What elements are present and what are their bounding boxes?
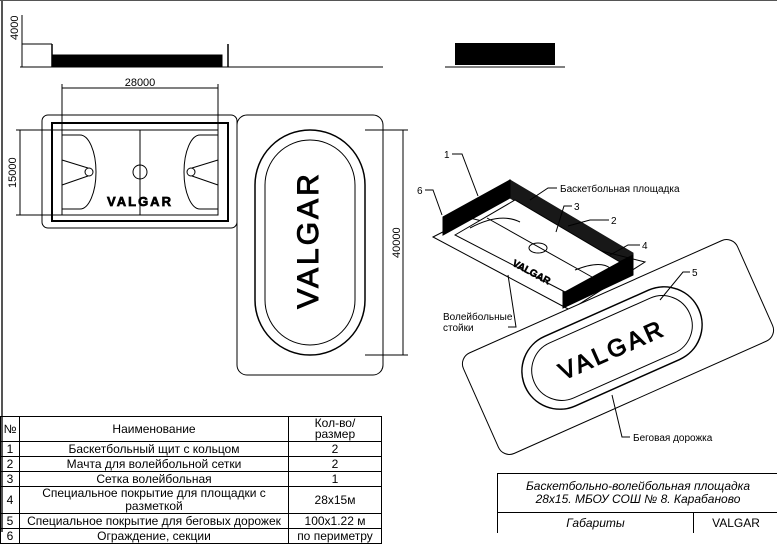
callout-volleyball-posts-1: Волейбольные bbox=[443, 311, 513, 323]
row-name: Баскетбольный щит с кольцом bbox=[19, 441, 289, 457]
header-qty-line1: Кол-во/ bbox=[314, 416, 356, 430]
row-num: 4 bbox=[0, 486, 20, 514]
court-plan: 28000 15000 VALGAR bbox=[7, 77, 238, 229]
callout-running-track: Беговая дорожка bbox=[633, 433, 713, 444]
row-name: Специальное покрытие для площадки с разм… bbox=[19, 486, 289, 514]
end-elevation bbox=[445, 43, 565, 68]
callouts: 1 6 Баскетбольная площадка 3 2 4 5 Волей… bbox=[417, 150, 713, 444]
callout-basketball-court: Баскетбольная площадка bbox=[560, 183, 680, 195]
row-num: 3 bbox=[0, 471, 20, 487]
isometric-court: VALGAR VALGAR bbox=[431, 179, 775, 455]
row-qty: 28x15м bbox=[288, 486, 382, 514]
row-num: 2 bbox=[0, 456, 20, 472]
dim-length-label: 28000 bbox=[125, 77, 156, 89]
callout-1: 1 bbox=[444, 150, 450, 161]
company-name: VALGAR bbox=[712, 516, 760, 530]
row-name: Сетка волейбольная bbox=[19, 471, 289, 487]
callout-volleyball-posts-2: стойки bbox=[443, 323, 474, 334]
row-qty: 2 bbox=[288, 441, 382, 457]
row-name: Мачта для волейбольной сетки bbox=[19, 456, 289, 472]
title-block-footer: Габариты VALGAR bbox=[498, 513, 777, 533]
callout-3: 3 bbox=[574, 202, 580, 213]
header-num: № bbox=[0, 416, 20, 442]
track-plan: VALGAR 40000 bbox=[236, 114, 408, 376]
side-elevation: 4000 bbox=[9, 15, 383, 68]
row-num: 1 bbox=[0, 441, 20, 457]
dim-width-label: 15000 bbox=[7, 157, 19, 188]
header-qty: Кол-во/размер bbox=[288, 416, 382, 442]
row-qty: 1 bbox=[288, 471, 382, 487]
row-name: Специальное покрытие для беговых дорожек bbox=[19, 513, 289, 529]
sheet-name: Габариты bbox=[498, 513, 694, 533]
title-block-title: Баскетбольно-волейбольная площадка 28x15… bbox=[498, 474, 777, 513]
callout-6: 6 bbox=[417, 186, 423, 197]
row-num: 6 bbox=[0, 528, 20, 544]
row-num: 5 bbox=[0, 513, 20, 529]
title-line-2: 28x15. МБОУ СОШ № 8. Карабаново bbox=[535, 492, 741, 506]
track-logo: VALGAR bbox=[292, 171, 325, 309]
callout-4: 4 bbox=[642, 241, 648, 252]
row-name: Ограждение, секции bbox=[19, 528, 289, 544]
callout-2: 2 bbox=[611, 216, 617, 227]
dim-height-label: 4000 bbox=[9, 16, 21, 40]
row-qty: 2 bbox=[288, 456, 382, 472]
court-logo: VALGAR bbox=[107, 194, 173, 209]
title-line-1: Баскетбольно-волейбольная площадка bbox=[525, 479, 751, 493]
header-qty-line2: размер bbox=[314, 427, 356, 441]
dim-track-label: 40000 bbox=[391, 227, 403, 258]
table-header-row: № Наименование Кол-во/размер bbox=[0, 416, 382, 442]
row-qty: 100x1.22 м bbox=[288, 513, 382, 529]
row-qty: по периметру bbox=[288, 528, 382, 544]
callout-5: 5 bbox=[692, 268, 698, 279]
header-name: Наименование bbox=[19, 416, 289, 442]
drawing-canvas: 4000 28000 15000 VALGAR VALGAR bbox=[0, 0, 777, 532]
title-block: Баскетбольно-волейбольная площадка 28x15… bbox=[497, 473, 777, 533]
